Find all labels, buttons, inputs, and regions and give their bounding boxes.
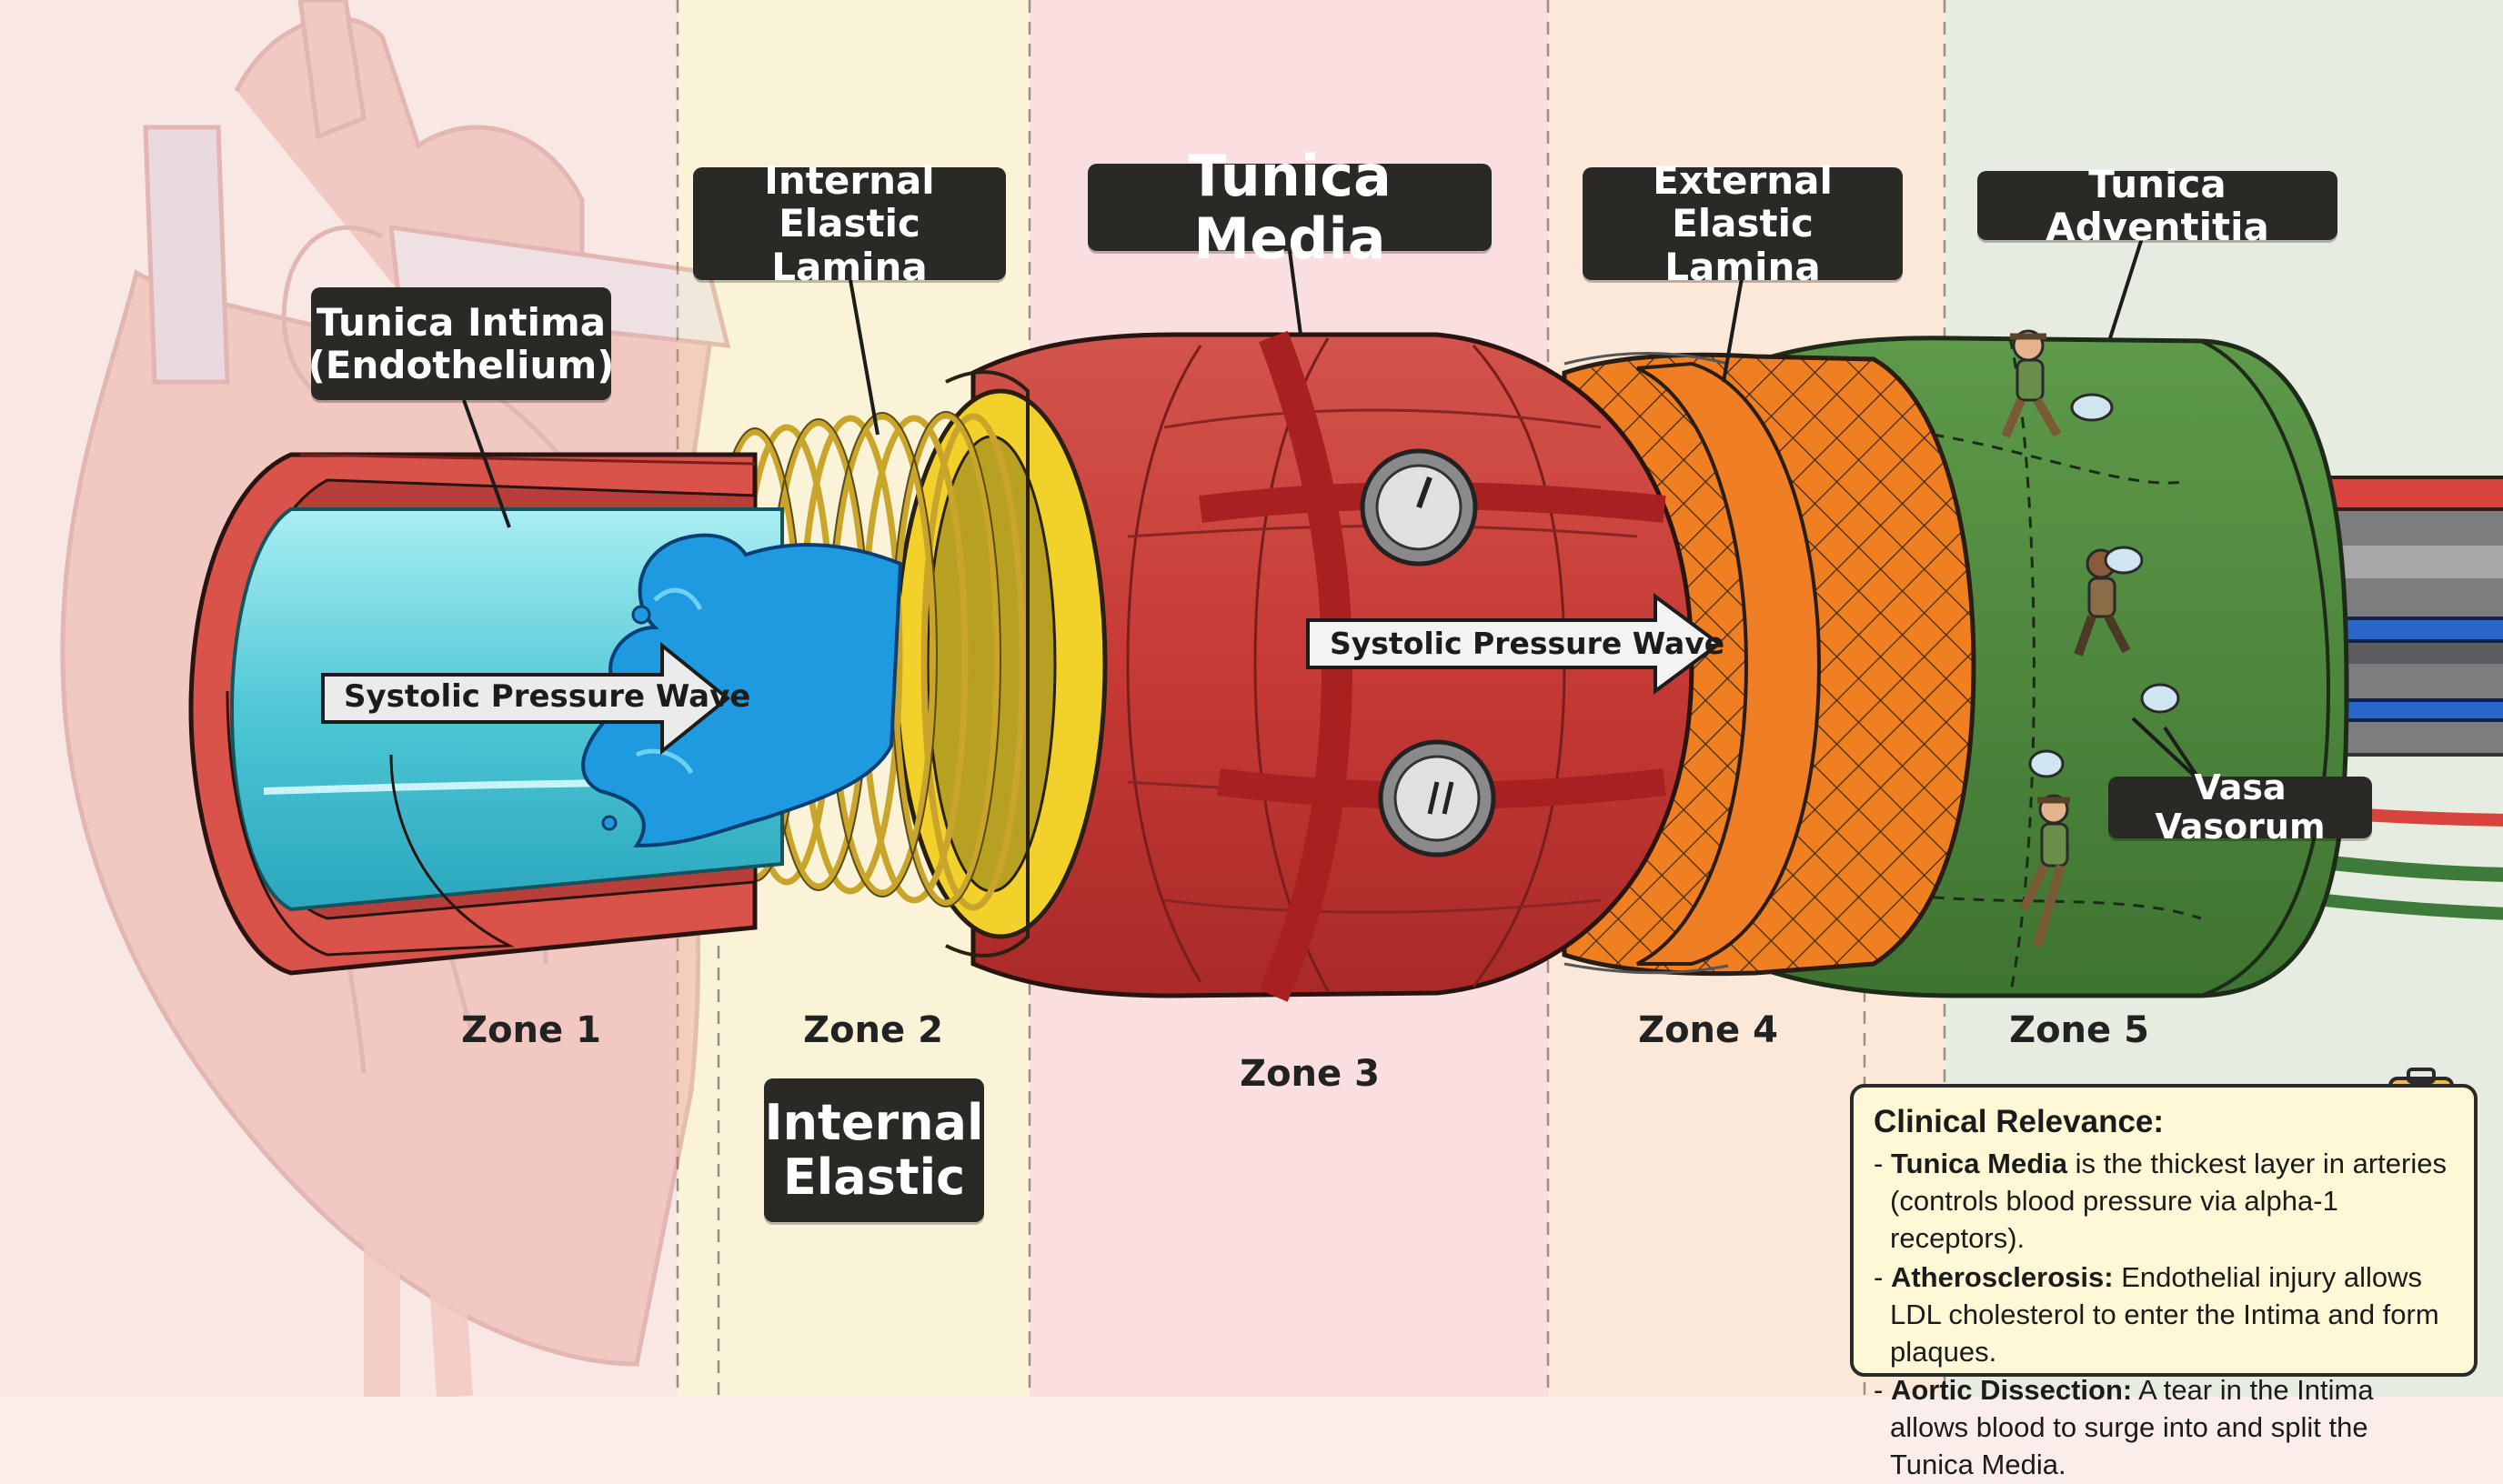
pressure-gauge-top: [1360, 448, 1478, 567]
zone-3-label: Zone 3: [1240, 1053, 1380, 1095]
label-internal-elastic: Internal Elastic: [764, 1078, 984, 1222]
systolic-pressure-text-1: Systolic Pressure Wave: [344, 678, 751, 715]
zone-4-label: Zone 4: [1638, 1009, 1778, 1051]
clinical-term: Tunica Media: [1890, 1148, 2068, 1179]
clinical-item: - Tunica Media is the thickest layer in …: [1874, 1148, 2447, 1254]
zone-2-label: Zone 2: [803, 1009, 943, 1051]
label-tunica-intima: Tunica Intima (Endothelium): [308, 287, 614, 400]
clinical-term: Aortic Dissection:: [1890, 1374, 2133, 1407]
label-internal-elastic-lamina: Internal Elastic Lamina: [693, 159, 1006, 288]
label-tunica-media: Tunica Media: [1088, 144, 1492, 270]
pressure-gauge-bottom: [1378, 739, 1496, 857]
systolic-arrow-2: [1306, 593, 1723, 695]
artery-diagram: Tunica Intima (Endothelium) Internal Ela…: [60, 0, 2503, 1481]
label-vasa-vasorum: Vasa Vasorum: [2108, 768, 2372, 846]
clinical-item: - Atherosclerosis: Endothelial injury al…: [1874, 1260, 2439, 1368]
clinical-title: Clinical Relevance:: [1874, 1104, 2165, 1139]
clinical-text: Endothelial injury allows LDL cholestero…: [1890, 1260, 2439, 1368]
systolic-pressure-text-2: Systolic Pressure Wave: [1330, 626, 1725, 661]
label-tunica-adventitia: Tunica Adventitia: [1977, 163, 2337, 248]
climber-figures: [2001, 329, 2180, 948]
clinical-item: - Aortic Dissection: A tear in the Intim…: [1874, 1374, 2374, 1481]
label-leader-lines: [462, 237, 2203, 784]
pressure-arrows: [321, 593, 1723, 756]
clinical-text: is the thickest layer in arteries (contr…: [1890, 1148, 2447, 1254]
clinical-relevance-box: Clinical Relevance: - Tunica Media is th…: [1850, 1084, 2478, 1480]
systolic-arrow-1: [321, 641, 731, 756]
clinical-term: Atherosclerosis:: [1890, 1260, 2114, 1293]
zone-1-label: Zone 1: [461, 1009, 601, 1051]
label-external-elastic-lamina: External Elastic Lamina: [1583, 159, 1903, 288]
zone-5-label: Zone 5: [2009, 1009, 2149, 1051]
